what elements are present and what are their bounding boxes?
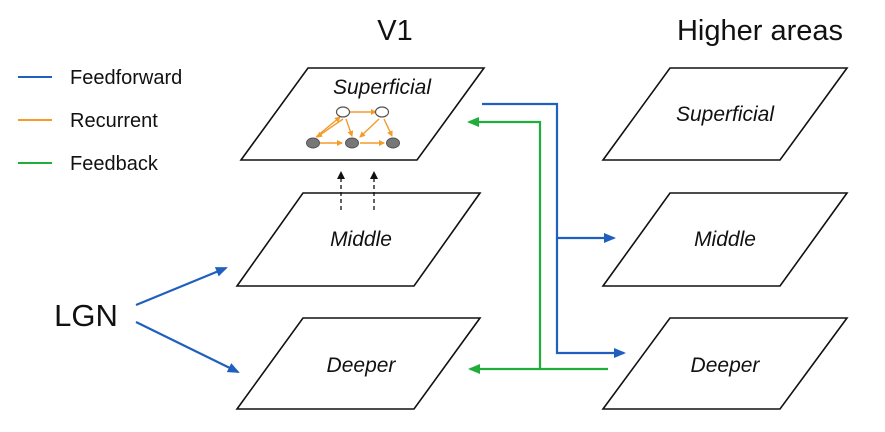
- neuron-node-filled: [386, 137, 400, 149]
- recurrent-connection: [383, 118, 393, 137]
- higher-deeper-plate: [601, 317, 849, 410]
- v1-superficial-plate: [239, 67, 486, 161]
- higher-superficial-plate: [601, 67, 849, 161]
- lgn-to-middle-arrow: [135, 266, 228, 307]
- recurrent-microcircuit: [306, 106, 400, 149]
- legend-label-feedforward: Feedforward: [70, 67, 182, 89]
- legend: Feedforward Recurrent Feedback: [18, 67, 182, 175]
- higher-areas-title: Higher areas: [677, 15, 843, 47]
- recurrent-connection: [345, 118, 354, 137]
- higher-deeper-label: Deeper: [691, 354, 761, 377]
- v1-middle-plate: [235, 192, 482, 287]
- v1-superficial-label: Superficial: [333, 76, 432, 99]
- neuron-node-filled: [306, 137, 320, 149]
- v1-deeper-plate: [235, 317, 482, 410]
- legend-label-feedback: Feedback: [70, 153, 159, 175]
- feedback-to-v1-superficial: [467, 117, 608, 371]
- neuron-node: [335, 106, 351, 118]
- recurrent-connection: [359, 118, 380, 138]
- lgn-to-deeper-arrow: [135, 321, 240, 373]
- higher-middle-label: Middle: [694, 228, 756, 251]
- neuron-node: [374, 106, 390, 118]
- v1-title: V1: [377, 15, 412, 47]
- higher-middle-plate: [601, 192, 849, 287]
- neuron-node-filled: [345, 137, 359, 149]
- feedforward-to-higher-deeper: [555, 238, 626, 358]
- legend-label-recurrent: Recurrent: [70, 110, 158, 132]
- v1-middle-label: Middle: [330, 228, 392, 251]
- feedforward-to-higher-middle: [482, 102, 616, 243]
- higher-superficial-label: Superficial: [676, 103, 775, 126]
- recurrent-connection: [315, 116, 341, 138]
- lgn-label: LGN: [54, 298, 118, 333]
- v1-deeper-label: Deeper: [327, 354, 397, 377]
